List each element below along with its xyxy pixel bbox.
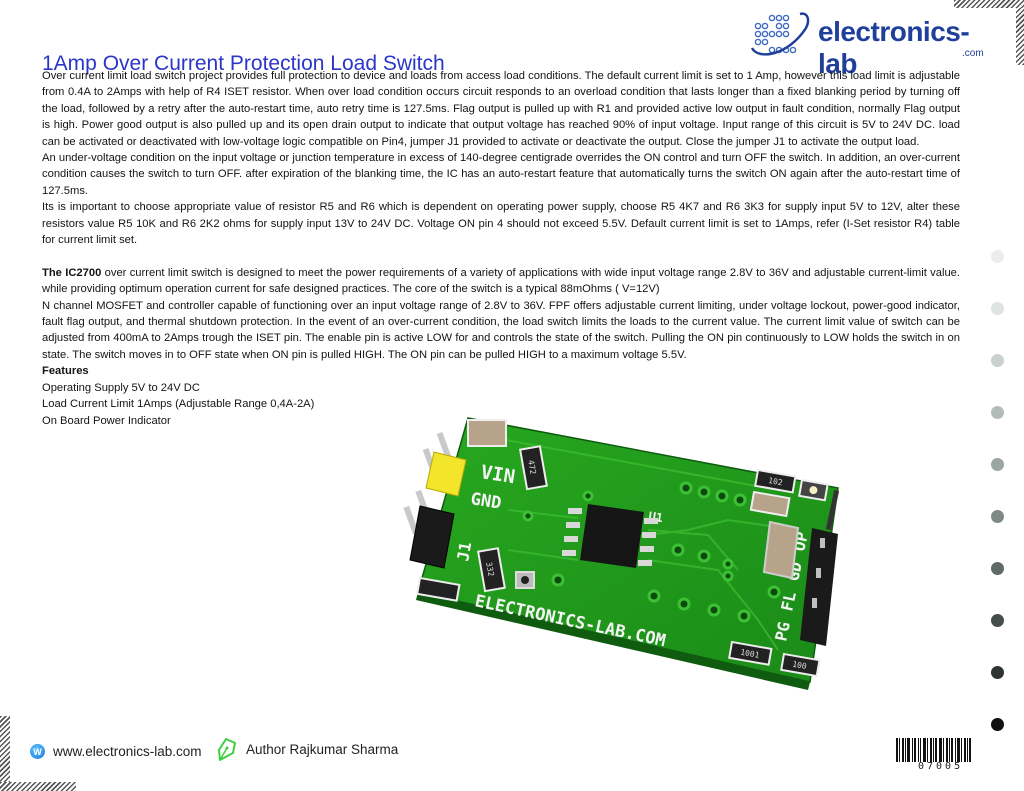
silk-gnd: GND <box>469 489 502 514</box>
power-led <box>809 486 818 495</box>
paragraph-mosfet: N channel MOSFET and controller capable … <box>42 299 960 361</box>
pcb-board-illustration: 472 VIN GND J1 U1 ELECTRONICS-LAB.COM PG… <box>403 417 840 690</box>
silk-vin: VIN <box>479 461 516 488</box>
electronics-lab-logo[interactable]: electronics-lab .com <box>748 8 988 79</box>
corner-hatch-top-right <box>988 0 1024 65</box>
footer-author: Author Rajkumar Sharma <box>216 736 398 762</box>
barcode-number: 07005 <box>918 761 964 772</box>
svg-text:332: 332 <box>484 561 495 577</box>
logo-subtext: .com <box>962 48 984 59</box>
corner-hatch-bottom-left <box>0 716 10 791</box>
footer-website[interactable]: W www.electronics-lab.com <box>30 744 202 759</box>
paragraph-spacer <box>42 248 960 264</box>
capacitor <box>467 419 507 447</box>
ic-description-text: over current limit switch is designed to… <box>42 266 960 296</box>
pcb-board-photo: 472 VIN GND J1 U1 ELECTRONICS-LAB.COM PG… <box>398 410 848 700</box>
register-dot <box>991 666 1004 679</box>
website-link[interactable]: www.electronics-lab.com <box>53 744 202 759</box>
register-dot <box>991 510 1004 523</box>
website-globe-icon: W <box>30 744 45 759</box>
ic-name-bold: The IC2700 <box>42 266 102 279</box>
author-name: Author Rajkumar Sharma <box>246 741 399 757</box>
article-body: Over current limit load switch project p… <box>42 68 960 429</box>
register-dot <box>991 302 1004 315</box>
svg-text:1001: 1001 <box>740 648 761 660</box>
svg-text:472: 472 <box>526 459 537 475</box>
register-dot <box>991 458 1004 471</box>
svg-text:100: 100 <box>792 660 808 671</box>
register-dot <box>991 354 1004 367</box>
barcode <box>896 738 992 762</box>
features-section: Features Operating Supply 5V to 24V DC L… <box>42 363 960 429</box>
paragraph-resistor-selection: Its is important to choose appropriate v… <box>42 201 960 247</box>
corner-hatch-top-edge <box>954 0 1024 8</box>
silk-fl: FL <box>777 590 800 613</box>
page-title: 1Amp Over Current Protection Load Switch <box>42 52 445 76</box>
logo-text: electronics-lab <box>818 16 970 79</box>
feature-item: Operating Supply 5V to 24V DC <box>42 381 200 394</box>
register-dot <box>991 406 1004 419</box>
feature-item: On Board Power Indicator <box>42 414 171 427</box>
register-dot <box>991 718 1004 731</box>
corner-hatch-bottom-edge <box>0 782 76 791</box>
pen-nib-icon <box>218 738 236 761</box>
features-heading: Features <box>42 365 89 378</box>
svg-text:102: 102 <box>768 476 784 487</box>
register-dot <box>991 562 1004 575</box>
paragraph-under-voltage: An under-voltage condition on the input … <box>42 152 960 197</box>
paragraph-overview: Over current limit load switch project p… <box>42 70 960 148</box>
logo-dots-icon <box>750 12 810 56</box>
feature-item: Load Current Limit 1Amps (Adjustable Ran… <box>42 398 315 411</box>
register-dot <box>991 614 1004 627</box>
register-dot <box>991 250 1004 263</box>
silk-j1: J1 <box>453 540 475 562</box>
silk-pg: PG <box>771 620 794 643</box>
paragraph-ic-description: The IC2700 over current limit switch is … <box>42 265 960 298</box>
ic-u1 <box>562 504 658 568</box>
